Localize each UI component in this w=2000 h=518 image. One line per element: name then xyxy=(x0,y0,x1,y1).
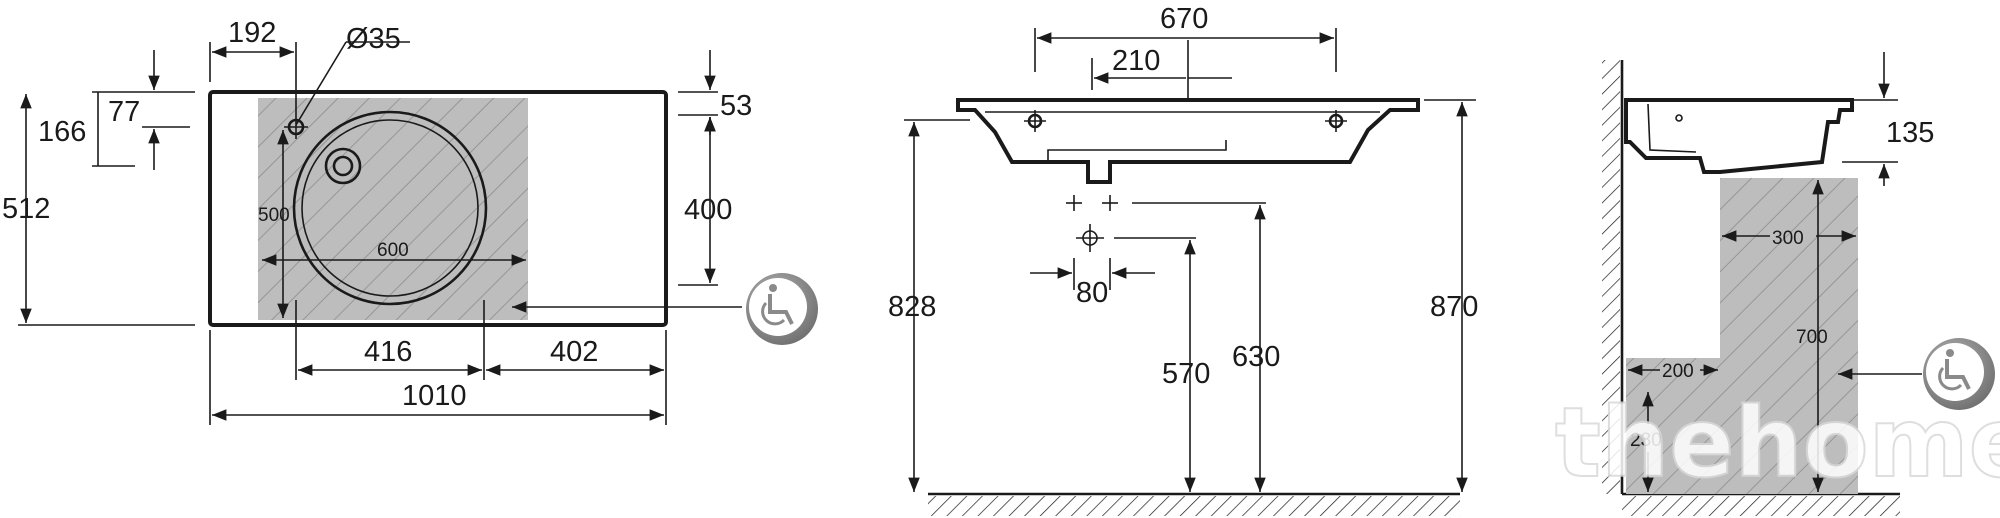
dim-230: 230 xyxy=(1630,430,1662,451)
dim-670: 670 xyxy=(1160,3,1208,35)
dim-500: 500 xyxy=(258,205,290,226)
dim-600: 600 xyxy=(377,240,409,261)
basin-outline-top xyxy=(208,90,668,327)
wheelchair-accessibility-icon xyxy=(746,273,818,345)
dim-700: 700 xyxy=(1796,327,1828,348)
dim-53: 53 xyxy=(720,90,752,122)
dim-192: 192 xyxy=(228,17,276,49)
front-view: 670 210 80 570 630 828 870 xyxy=(888,3,1478,516)
dim-870: 870 xyxy=(1430,291,1478,323)
dim-570: 570 xyxy=(1162,358,1210,390)
dim-416: 416 xyxy=(364,336,412,368)
dim-210: 210 xyxy=(1112,45,1160,77)
basin-profile-front xyxy=(956,98,1420,184)
clearance-zone-side xyxy=(1626,178,1858,494)
dim-300: 300 xyxy=(1772,228,1804,249)
dim-1010: 1010 xyxy=(402,380,467,412)
dim-402: 402 xyxy=(550,336,598,368)
tap-hole-right xyxy=(1325,110,1347,132)
dim-400: 400 xyxy=(684,194,732,226)
dim-166: 166 xyxy=(38,116,86,148)
watermark: thehome xyxy=(1555,387,2000,499)
dim-828: 828 xyxy=(888,291,936,323)
dim-630: 630 xyxy=(1232,341,1280,373)
drain-outer xyxy=(324,147,362,185)
top-view: 192 Ø35 166 77 512 500 600 53 400 xyxy=(2,17,818,425)
dim-512: 512 xyxy=(2,193,50,225)
dim-200: 200 xyxy=(1662,361,1694,382)
water-supply-points xyxy=(1066,195,1118,252)
basin-profile-side xyxy=(1624,98,1854,174)
clearance-zone-top xyxy=(258,98,528,320)
bowl-inner xyxy=(301,119,479,297)
wheelchair-accessibility-icon xyxy=(1923,338,1995,410)
side-view: 135 300 700 200 230 xyxy=(1602,52,1995,516)
drain-inner xyxy=(332,155,354,177)
dim-80: 80 xyxy=(1076,277,1108,309)
dim-135: 135 xyxy=(1886,117,1934,149)
bowl-outer xyxy=(292,110,488,306)
dim-hole-diameter: Ø35 xyxy=(346,23,401,55)
dim-77: 77 xyxy=(108,96,140,128)
tap-hole-left xyxy=(1024,110,1046,132)
